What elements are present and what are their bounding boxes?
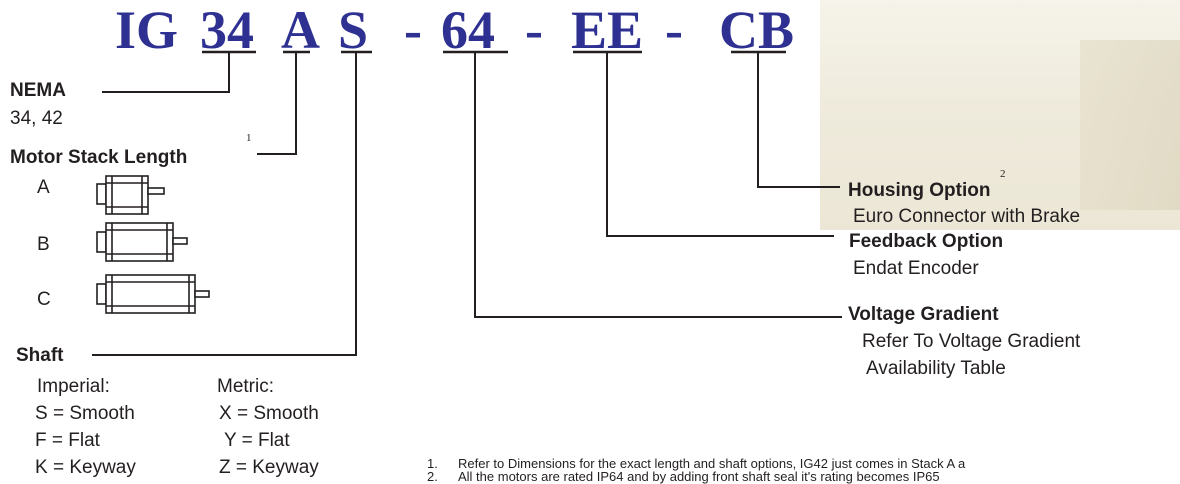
motor-icon-b [96, 222, 188, 262]
voltage-line-1: Refer To Voltage Gradient [862, 331, 1081, 352]
feedback-title: Feedback Option [849, 231, 1004, 252]
nema-leader [102, 52, 230, 93]
voltage-line-2: Availability Table [866, 358, 1006, 379]
nema-values: 34, 42 [10, 108, 63, 129]
code-shaft: S [338, 0, 369, 60]
code-dash-1: - [404, 0, 422, 60]
housing-footnote-marker: 2 [1000, 168, 1006, 180]
shaft-imperial-keyway: K = Keyway [35, 457, 136, 478]
nema-title: NEMA [10, 80, 66, 101]
code-dash-3: - [665, 0, 683, 60]
code-housing: CB [719, 0, 795, 60]
footnote-1-number: 1. [427, 456, 438, 471]
feedback-leader [606, 52, 834, 237]
voltage-title: Voltage Gradient [848, 304, 999, 325]
shaft-imperial-smooth: S = Smooth [35, 403, 135, 424]
motor-icon-c [96, 274, 210, 314]
shaft-metric-header: Metric: [217, 376, 274, 397]
shaft-metric-smooth: X = Smooth [219, 403, 319, 424]
code-voltage: 64 [441, 0, 495, 60]
footnote-1-text: Refer to Dimensions for the exact length… [458, 456, 966, 471]
motor-photo-shadow [1080, 40, 1180, 210]
voltage-leader [474, 52, 842, 318]
housing-value: Euro Connector with Brake [853, 206, 1081, 227]
code-family: IG [115, 0, 179, 60]
feedback-value: Endat Encoder [853, 258, 979, 279]
shaft-imperial-flat: F = Flat [35, 430, 100, 451]
footnote-2-text: All the motors are rated IP64 and by add… [458, 469, 940, 484]
shaft-leader [92, 52, 357, 356]
stack-option-c: C [37, 289, 51, 310]
shaft-metric-flat: Y = Flat [224, 430, 290, 451]
code-nema: 34 [200, 0, 254, 60]
shaft-title: Shaft [16, 345, 64, 366]
footnote-2-number: 2. [427, 469, 438, 484]
shaft-metric-keyway: Z = Keyway [219, 457, 319, 478]
code-feedback: EE [571, 0, 644, 60]
shaft-imperial-header: Imperial: [37, 376, 110, 397]
stack-footnote-marker: 1 [246, 132, 252, 144]
housing-title: Housing Option [848, 180, 991, 201]
stack-leader [257, 52, 297, 155]
motor-icon-a [96, 175, 165, 215]
code-dash-2: - [525, 0, 543, 60]
stack-title: Motor Stack Length [10, 147, 188, 168]
code-stack: A [281, 0, 320, 60]
stack-option-a: A [37, 177, 50, 198]
housing-leader [757, 52, 840, 188]
stack-option-b: B [37, 234, 50, 255]
